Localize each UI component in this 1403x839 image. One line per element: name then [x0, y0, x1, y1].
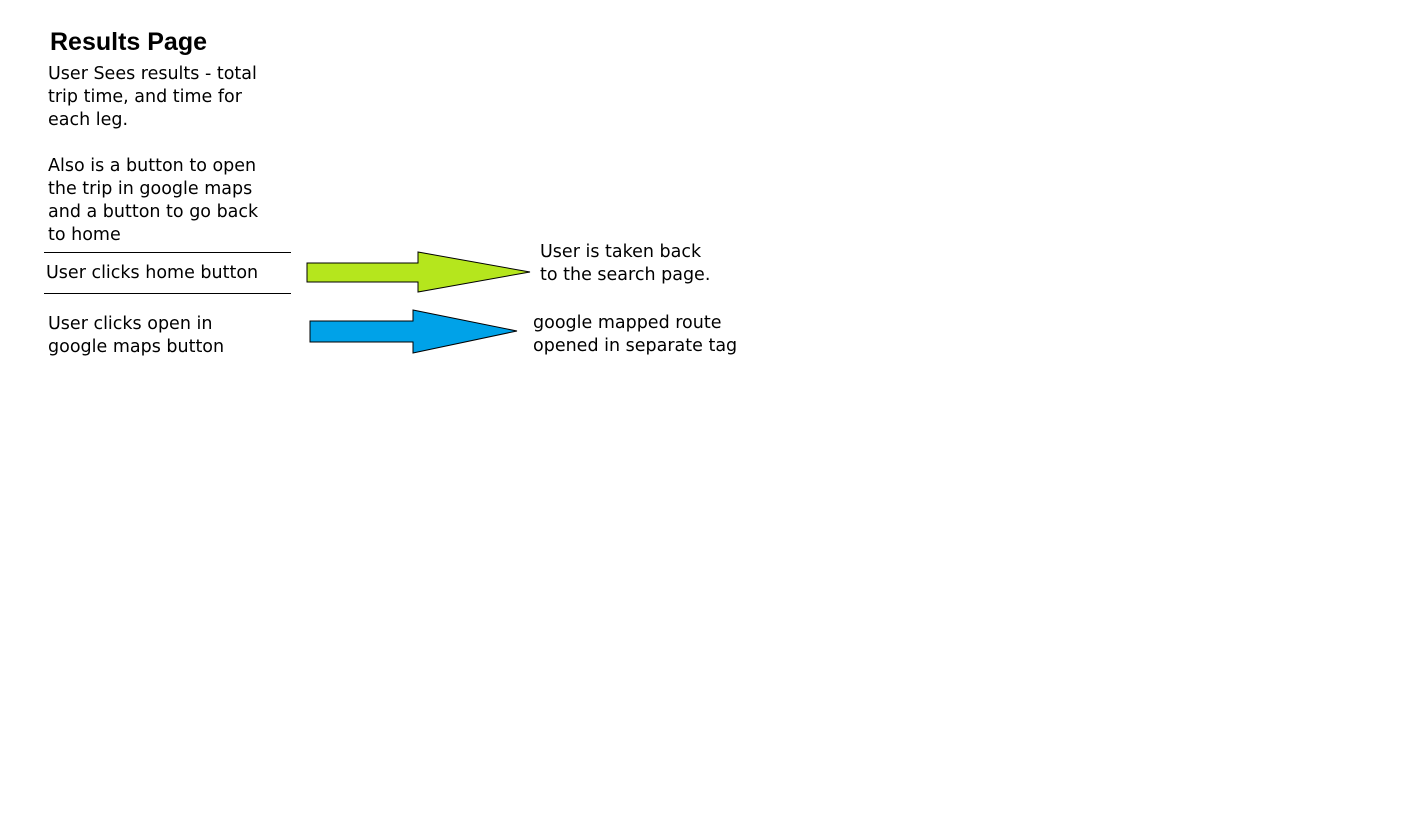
divider-bottom [44, 293, 291, 294]
divider-top [44, 252, 291, 253]
maps-flow-result: google mapped route opened in separate t… [533, 313, 738, 356]
home-flow-result: User is taken back to the search page. [540, 242, 711, 285]
maps-flow-arrow [309, 309, 518, 354]
page-description: User Sees results - total trip time, and… [48, 64, 259, 245]
page-title: Results Page [50, 28, 208, 56]
home-flow-arrow [306, 251, 531, 293]
home-button-action: User clicks home button [46, 263, 259, 283]
maps-button-action: User clicks open in google maps button [48, 314, 225, 357]
